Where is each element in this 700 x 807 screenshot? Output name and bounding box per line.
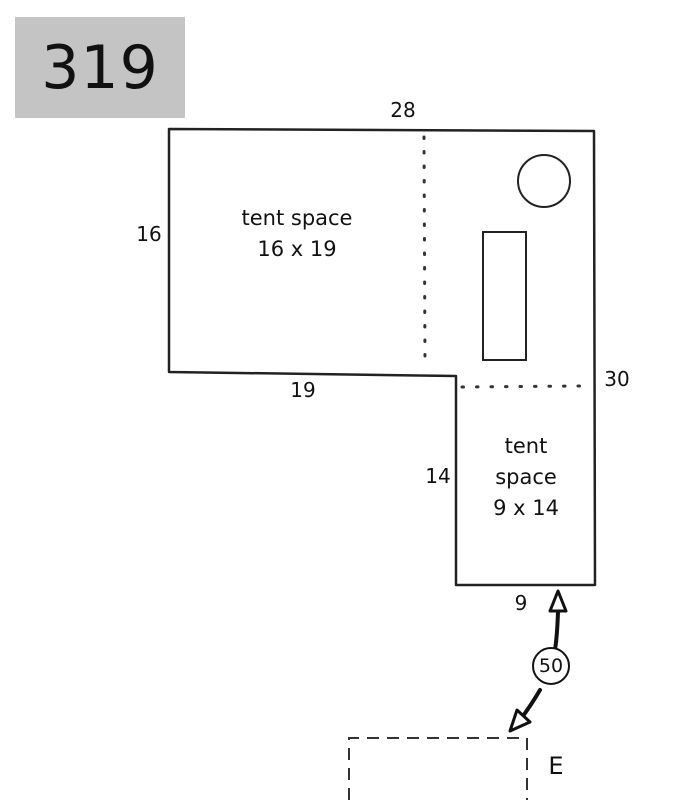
dimension-top: 28 <box>390 98 416 122</box>
site-number: 319 <box>41 32 159 103</box>
distance-label: 50 <box>538 655 564 677</box>
tent-space-small-line1: tent <box>504 434 548 458</box>
tent-space-large-label: tent space 16 x 19 <box>217 203 377 265</box>
tent-space-small-label: tent space 9 x 14 <box>476 431 576 524</box>
picnic-table-icon <box>482 231 527 361</box>
parking-area-outline <box>348 737 528 800</box>
tent-space-divider-vertical <box>422 135 427 364</box>
dimension-inner-left: 14 <box>425 464 451 488</box>
distance-marker <box>532 647 570 685</box>
dimension-bottom: 9 <box>514 591 528 615</box>
arrowhead-up-icon <box>548 589 568 613</box>
tent-space-small-line2: space <box>495 465 557 489</box>
tent-space-divider-horizontal <box>460 384 582 389</box>
fire-ring-icon <box>517 154 571 208</box>
tent-space-large-line1: tent space <box>241 206 353 230</box>
dimension-right: 30 <box>604 367 630 391</box>
tent-space-small-line3: 9 x 14 <box>493 496 559 520</box>
dimension-left: 16 <box>136 222 162 246</box>
entrance-label: E <box>548 752 564 780</box>
dimension-middle: 19 <box>290 378 316 402</box>
arrowhead-down-icon <box>508 708 532 733</box>
site-outline <box>167 127 597 587</box>
tent-space-large-line2: 16 x 19 <box>257 237 337 261</box>
site-number-badge: 319 <box>15 17 185 118</box>
